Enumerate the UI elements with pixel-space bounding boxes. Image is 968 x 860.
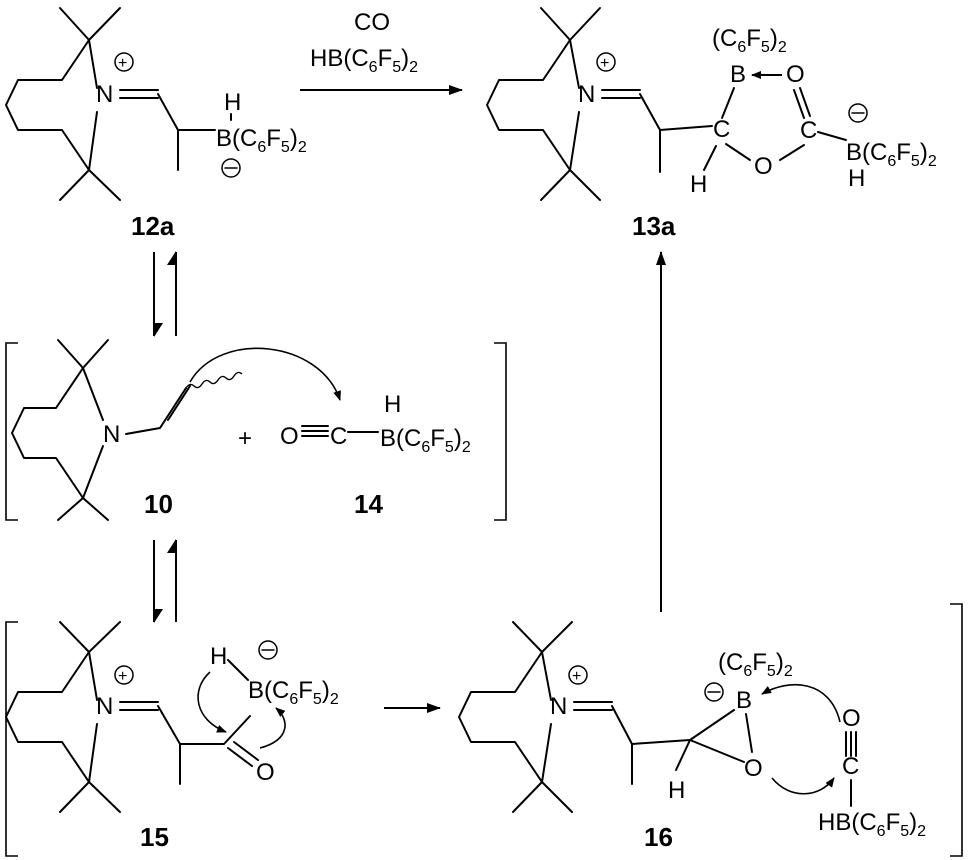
svg-text:B(C6F5)2: B(C6F5)2 bbox=[216, 125, 307, 156]
ring-o2: O bbox=[754, 153, 773, 180]
equilibrium-arrow-bottom bbox=[153, 539, 177, 623]
compound-label-13a: 13a bbox=[632, 211, 676, 241]
b-c6f5-13a: B(C6F5)2 bbox=[846, 139, 937, 170]
compound-16: N + H B O (C6F5)2 O C HB(C6F5)2 16 bbox=[458, 621, 926, 852]
ring-b: B bbox=[730, 61, 746, 88]
plus-charge-16: + bbox=[572, 668, 581, 685]
plus-charge: + bbox=[600, 55, 609, 72]
b-c6f5-15: B(C6F5)2 bbox=[248, 677, 339, 708]
n-atom-16: N bbox=[550, 693, 567, 720]
c-atom-14: C bbox=[330, 423, 347, 450]
n-atom: N bbox=[578, 81, 595, 108]
reagent-co: CO bbox=[354, 9, 390, 36]
h-atom-13a: H bbox=[690, 171, 707, 198]
bracket-10-14 bbox=[5, 342, 507, 521]
b-c6f5-14: B(C6F5)2 bbox=[380, 425, 471, 456]
ring-c1: C bbox=[713, 116, 730, 143]
plus-charge-15: + bbox=[118, 668, 127, 685]
compound-label-14: 14 bbox=[354, 489, 383, 519]
h-atom-14: H bbox=[384, 391, 401, 418]
hb-c6f5-16: HB(C6F5)2 bbox=[818, 809, 926, 840]
ring-c2: C bbox=[800, 117, 817, 144]
n-atom: N bbox=[96, 81, 113, 108]
c6f5-on-b16: (C6F5)2 bbox=[718, 649, 793, 680]
n-atom-15: N bbox=[96, 693, 113, 720]
o-atom-14: O bbox=[280, 423, 299, 450]
h-atom-b13a: H bbox=[848, 165, 865, 192]
c-atom-co16: C bbox=[842, 753, 859, 780]
reagent-hb: HB(C6F5)2 bbox=[310, 45, 418, 76]
ring-o1: O bbox=[786, 61, 805, 88]
plus-sign-10-14: + bbox=[238, 425, 252, 452]
o-atom-co16: O bbox=[842, 705, 861, 732]
bracket-15-16 bbox=[5, 603, 963, 857]
compound-10: N + 10 bbox=[11, 339, 341, 521]
compound-label-12a: 12a bbox=[131, 211, 175, 241]
h-atom-15: H bbox=[210, 643, 227, 670]
reaction-arrow-co: CO HB(C6F5)2 bbox=[300, 9, 463, 95]
equilibrium-arrow-top bbox=[153, 251, 177, 337]
compound-label-15: 15 bbox=[140, 822, 169, 852]
o-atom-15: O bbox=[256, 759, 275, 786]
h-atom-16: H bbox=[668, 777, 685, 804]
compound-14: O C H B(C6F5)2 14 bbox=[280, 391, 471, 519]
compound-15: N + O H B(C6F5)2 15 bbox=[5, 621, 339, 852]
b-atom-16: B bbox=[736, 687, 752, 714]
compound-label-10: 10 bbox=[144, 489, 173, 519]
n-atom-10: N bbox=[103, 421, 120, 448]
boron-group: B(C6F5)2 bbox=[216, 125, 307, 156]
compound-13a: N + C H B (C6F5)2 O C O B(C6F5)2 H 13a bbox=[486, 7, 937, 241]
plus-charge: + bbox=[118, 55, 127, 72]
o-atom-16: O bbox=[744, 755, 763, 782]
compound-label-16: 16 bbox=[644, 822, 673, 852]
h-atom: H bbox=[224, 89, 241, 116]
compound-12a: N + H B(C6F5)2 12a bbox=[5, 7, 307, 241]
c6f5-on-b: (C6F5)2 bbox=[712, 25, 787, 56]
